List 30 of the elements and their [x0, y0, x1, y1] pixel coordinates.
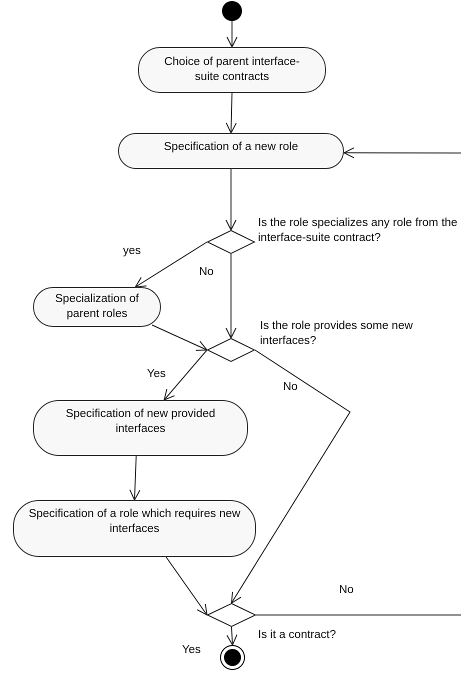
- arrow: [134, 242, 208, 288]
- arrow: [164, 350, 208, 400]
- decision-diamond: [207, 603, 256, 627]
- arrow: [226, 20, 238, 48]
- activity-box: [118, 133, 344, 169]
- arrow: [129, 456, 140, 500]
- decision-diamond: [207, 338, 255, 362]
- arrow: [231, 350, 351, 604]
- arrow: [256, 147, 461, 616]
- arrow: [226, 626, 238, 646]
- arrow: [166, 556, 208, 616]
- activity-box: [33, 287, 161, 327]
- activity-label: Specification of new provided interfaces: [64, 407, 216, 437]
- arrow: [226, 168, 236, 230]
- activity-label: Choice of parent interface-suite contracts: [163, 55, 301, 85]
- decision-diamond: [207, 230, 255, 254]
- activity-box: [138, 47, 326, 93]
- arrow: [152, 324, 208, 351]
- arrow: [226, 92, 237, 134]
- activity-label: Specialization of parent roles: [54, 292, 140, 322]
- start-node: [222, 1, 242, 21]
- end-node: [220, 645, 245, 670]
- activity-label: Specification of a new role: [164, 140, 298, 155]
- activity-label: Specification of a role which requires new interfaces: [28, 507, 241, 537]
- activity-box: [33, 400, 248, 456]
- condition-text: Is the role provides some new interfaces?: [260, 319, 414, 349]
- arrow: [226, 254, 236, 338]
- activity-box: [13, 500, 256, 557]
- condition-text: Is the role specializes any role from the interface-suite contract?: [258, 216, 458, 246]
- condition-text: Is it a contract?: [258, 628, 337, 643]
